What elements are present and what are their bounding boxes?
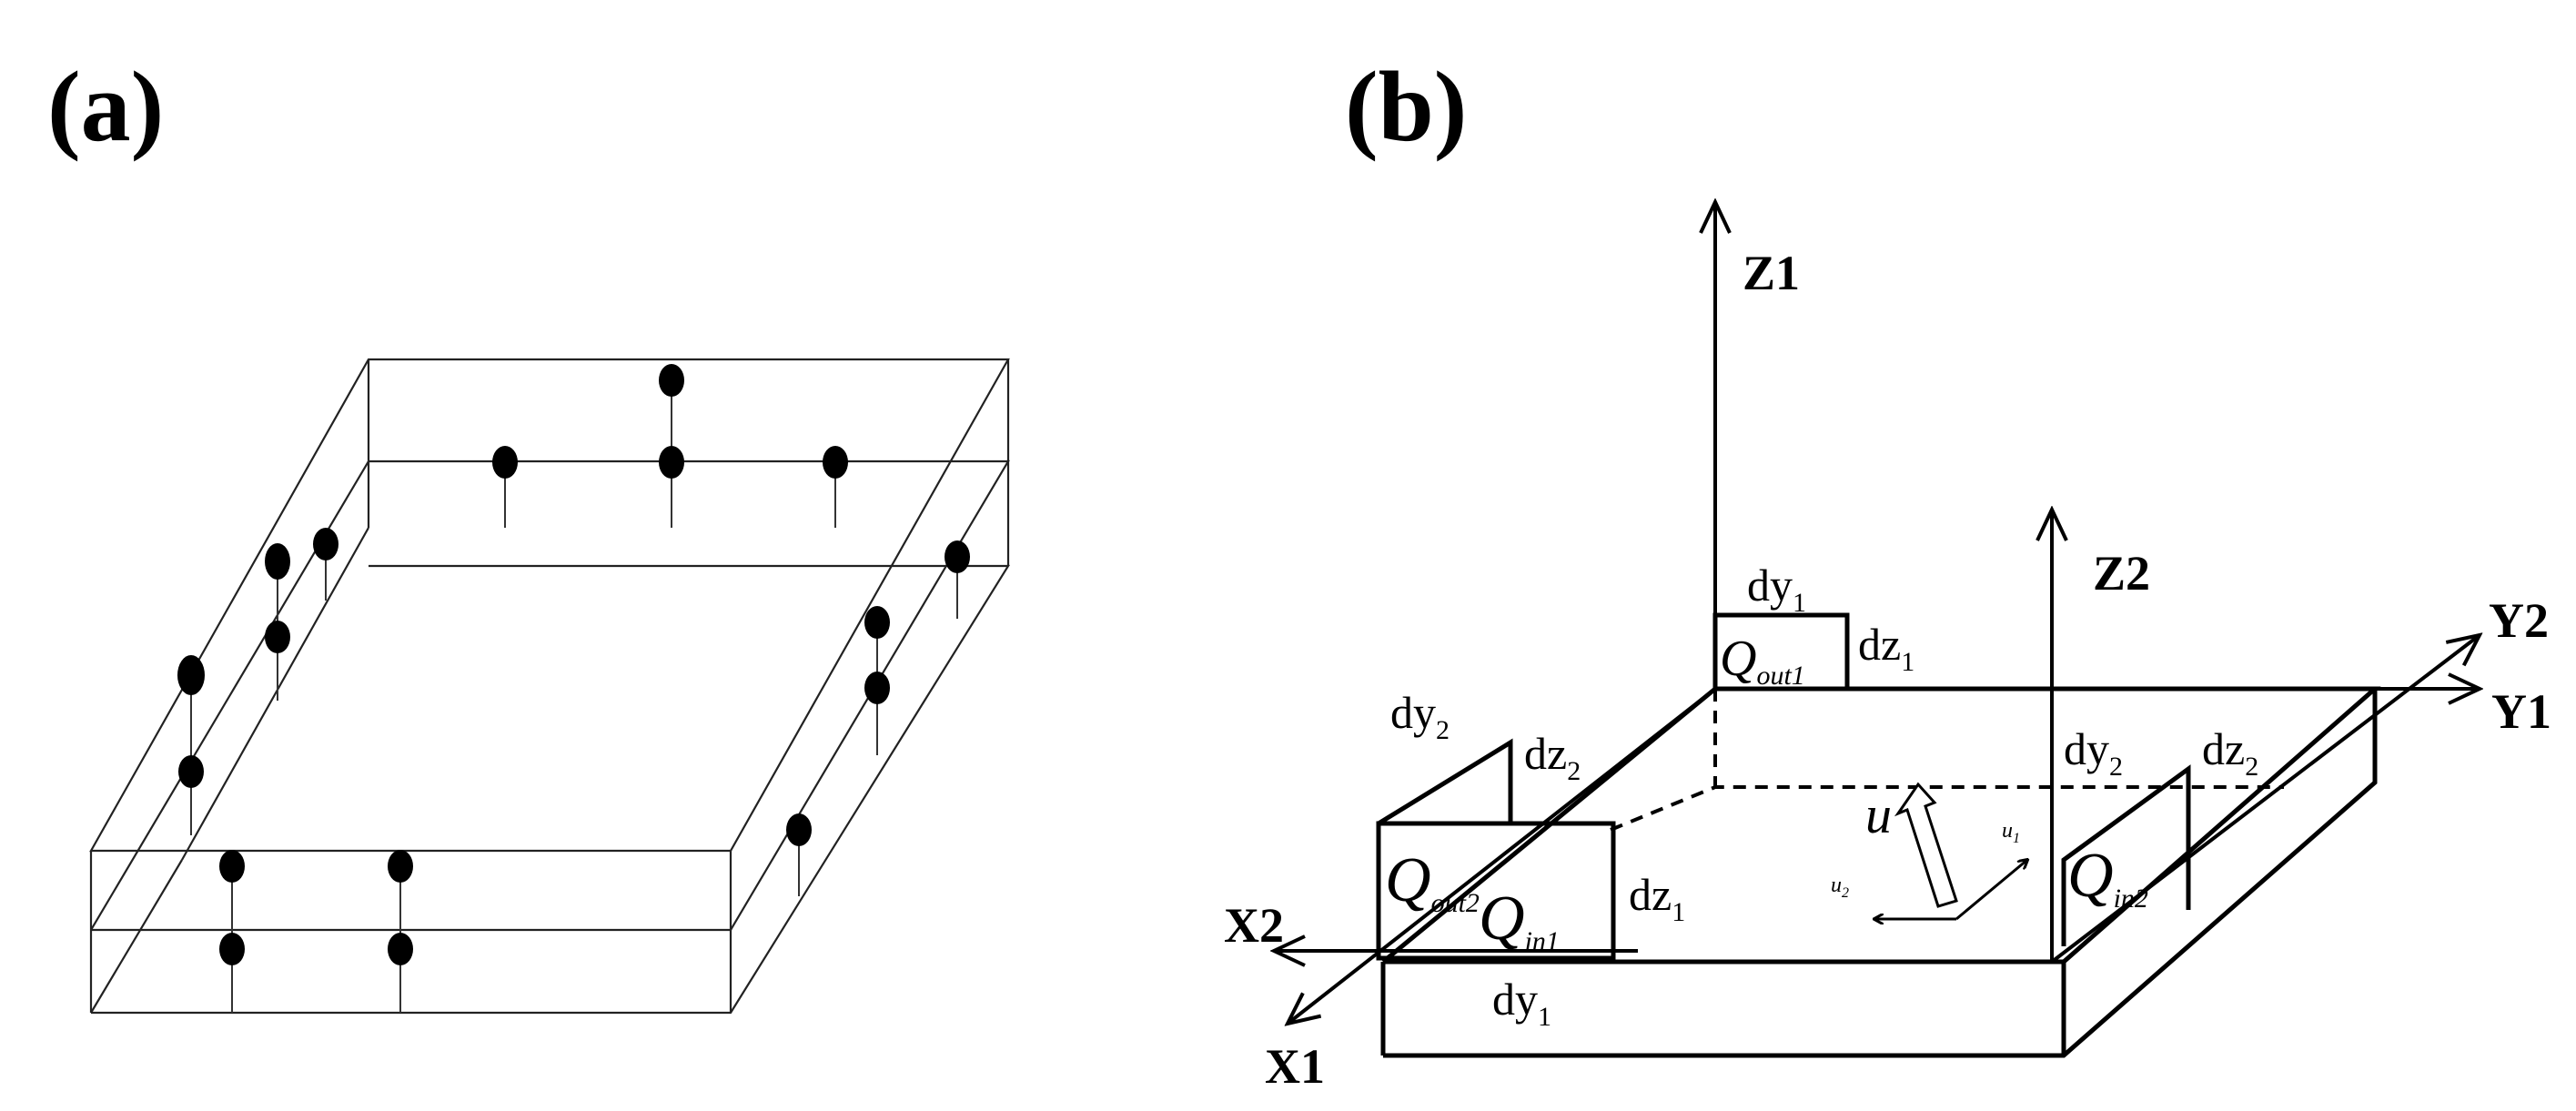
sensor-dot <box>265 621 290 653</box>
panel-a-sensors <box>177 364 970 1013</box>
panel-b-control-faces <box>1376 612 2191 961</box>
sensor-dot <box>219 850 245 883</box>
z2-label: Z2 <box>2093 546 2150 601</box>
sensor-dot <box>178 755 204 788</box>
panel-b-axes <box>1274 202 2480 1024</box>
dz2-right-label: dz2 <box>2202 723 2258 782</box>
q-in2-label: Qin2 <box>2067 841 2148 914</box>
sensor-dot <box>492 446 518 479</box>
y1-label: Y1 <box>2491 684 2551 739</box>
sensor-dot <box>265 543 290 580</box>
sensor-dot <box>659 364 684 397</box>
z1-label: Z1 <box>1743 246 1800 300</box>
sensor-dot <box>388 933 413 965</box>
x2-label: X2 <box>1224 898 1284 953</box>
dy2-right-label: dy2 <box>2064 723 2123 782</box>
sensor-dot <box>313 528 338 561</box>
sensor-dot <box>219 933 245 965</box>
dz1-top-label: dz1 <box>1858 619 1914 677</box>
sensor-dot <box>786 813 812 846</box>
dy1-bottom-label: dy1 <box>1492 974 1551 1032</box>
sensor-dot <box>864 672 890 704</box>
sensor-dot <box>823 446 848 479</box>
y2-label: Y2 <box>2489 593 2549 648</box>
panel-a-label: (a) <box>47 51 165 162</box>
sensor-dot <box>945 540 970 573</box>
x1-axis <box>1288 687 1717 1024</box>
sensor-dot <box>864 606 890 639</box>
u-label: u <box>1865 785 1892 844</box>
u2-label: u2 <box>1831 874 1849 901</box>
q-out1-label: Qout1 <box>1720 631 1805 691</box>
u1-label: u1 <box>2002 819 2020 846</box>
x1-label: X1 <box>1265 1039 1325 1094</box>
sensor-dot <box>177 655 205 695</box>
dy2-left-label: dy2 <box>1390 687 1450 745</box>
y2-axis <box>2050 635 2480 964</box>
q-in1-label: Qin1 <box>1479 884 1560 956</box>
dy1-top-label: dy1 <box>1747 560 1806 618</box>
panel-b-label: (b) <box>1345 51 1468 162</box>
dz1-front-label: dz1 <box>1629 869 1685 927</box>
sensor-dot <box>659 446 684 479</box>
q-out2-label: Qout2 <box>1385 845 1480 918</box>
velocity-vectors <box>1874 782 2027 919</box>
sensor-dot <box>388 850 413 883</box>
dz2-left-label: dz2 <box>1524 728 1581 786</box>
